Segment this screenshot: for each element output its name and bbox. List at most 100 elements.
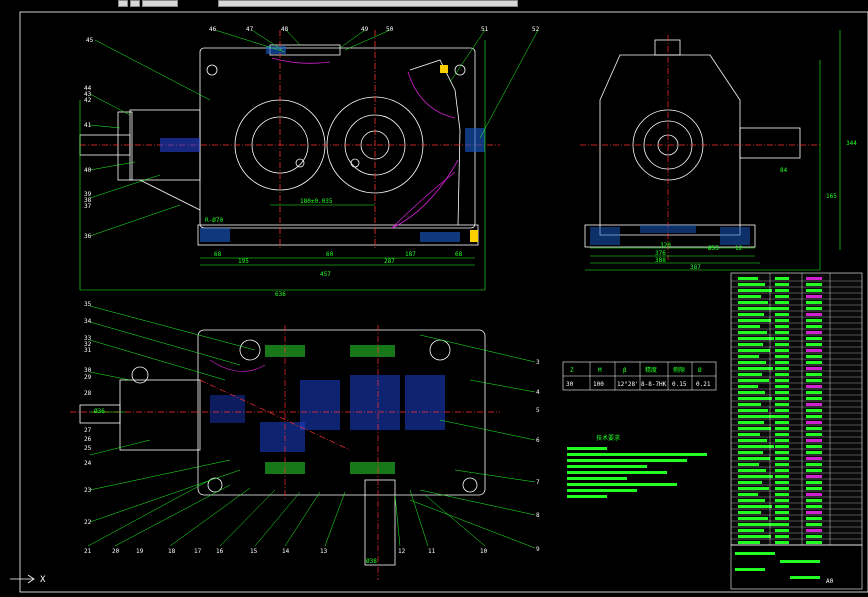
leader-label: 36 bbox=[84, 233, 92, 240]
bom-cell-code bbox=[738, 391, 765, 394]
toolbar-field[interactable] bbox=[218, 0, 518, 7]
bom-cell-code bbox=[738, 355, 759, 358]
bom-cell-code bbox=[738, 511, 761, 514]
bom-cell-material bbox=[806, 277, 822, 280]
leader-label: 21 bbox=[84, 548, 92, 555]
plan-view bbox=[79, 329, 486, 566]
toolbar-button-3[interactable] bbox=[142, 0, 178, 7]
leader-label: 40 bbox=[84, 167, 92, 174]
bom-cell-name bbox=[775, 301, 789, 304]
bom-cell-code bbox=[738, 451, 763, 454]
ucs-axis-icon: X bbox=[10, 574, 46, 585]
bom-cell-name bbox=[775, 379, 789, 382]
leader-label: 11 bbox=[428, 548, 436, 555]
bom-cell-material bbox=[806, 529, 822, 532]
bom-cell-material bbox=[806, 433, 822, 436]
bom-cell-name bbox=[775, 481, 789, 484]
bom-cell-code bbox=[738, 475, 773, 478]
bom-cell-name bbox=[775, 415, 789, 418]
leader-label: 43 bbox=[84, 91, 92, 98]
bom-cell-code bbox=[738, 295, 761, 298]
dim-376: 376 bbox=[655, 250, 666, 257]
dim-320: 320 bbox=[660, 242, 671, 249]
dim-60: 60 bbox=[326, 251, 334, 258]
bom-cell-name bbox=[775, 289, 789, 292]
bom-cell-name bbox=[775, 517, 789, 520]
plan-view-leaders bbox=[87, 305, 536, 549]
leader-label: 17 bbox=[194, 548, 202, 555]
parts-list: A0 bbox=[730, 272, 863, 590]
bom-cell-code bbox=[738, 517, 768, 520]
leader-label: 24 bbox=[84, 460, 92, 467]
leader-label: 20 bbox=[112, 548, 120, 555]
bom-cell-code bbox=[738, 499, 765, 502]
leader-label: 34 bbox=[84, 318, 92, 325]
bom-cell-material bbox=[806, 517, 822, 520]
bom-cell-code bbox=[738, 331, 767, 334]
bom-cell-name bbox=[775, 331, 789, 334]
bom-cell-code bbox=[738, 457, 770, 460]
bom-cell-code bbox=[738, 349, 770, 352]
spec-value: 0.15 bbox=[672, 381, 687, 388]
bom-cell-name bbox=[775, 325, 789, 328]
bom-cell-code bbox=[738, 301, 768, 304]
leader-label: 3 bbox=[536, 359, 540, 366]
bom-cell-material bbox=[806, 511, 822, 514]
plan-view-accents bbox=[70, 325, 500, 580]
drawing-canvas[interactable]: R-Ø70 180±0.035 195 60 287 187 68 68 457… bbox=[0, 8, 868, 597]
bom-cell-name bbox=[775, 367, 789, 370]
bom-cell-material bbox=[806, 523, 822, 526]
bom-cell-material bbox=[806, 397, 822, 400]
bom-cell-material bbox=[806, 385, 822, 388]
bom-cell-code bbox=[738, 283, 765, 286]
bom-cell-name bbox=[775, 277, 789, 280]
bom-cell-material bbox=[806, 331, 822, 334]
dim-187: 187 bbox=[405, 251, 416, 258]
bom-cell-code bbox=[738, 433, 760, 436]
dim-388: 388 bbox=[655, 257, 666, 264]
leader-label: 32 bbox=[84, 341, 92, 348]
bom-cell-code bbox=[738, 313, 764, 316]
title-block bbox=[730, 544, 863, 590]
bom-cell-code bbox=[738, 529, 764, 532]
bom-cell-material bbox=[806, 349, 822, 352]
bom-cell-material bbox=[806, 301, 822, 304]
bom-cell-code bbox=[738, 367, 773, 370]
leader-label: 28 bbox=[84, 390, 92, 397]
leader-label: 42 bbox=[84, 97, 92, 104]
bom-cell-material bbox=[806, 379, 822, 382]
spec-header: β bbox=[623, 367, 627, 374]
cad-toolbar-strip bbox=[0, 0, 868, 8]
bom-cell-code bbox=[738, 427, 771, 430]
spec-header: 侧隙 bbox=[673, 366, 685, 374]
dim-68-right: 68 bbox=[455, 251, 463, 258]
x-axis-label: X bbox=[40, 575, 46, 585]
technical-requirements: 技术要求 bbox=[567, 434, 707, 498]
leader-label: 14 bbox=[282, 548, 290, 555]
bom-cell-name bbox=[775, 349, 789, 352]
leader-label: 50 bbox=[386, 26, 394, 33]
leader-label: 37 bbox=[84, 203, 92, 210]
bom-cell-material bbox=[806, 391, 822, 394]
leader-label: 7 bbox=[536, 479, 540, 486]
bom-cell-code bbox=[738, 409, 768, 412]
bom-cell-code bbox=[738, 535, 771, 538]
spec-value: 12°28' bbox=[617, 381, 639, 388]
leader-label: 38 bbox=[84, 197, 92, 204]
bom-cell-material bbox=[806, 451, 822, 454]
bom-cell-code bbox=[738, 505, 772, 508]
leader-label: 26 bbox=[84, 436, 92, 443]
bom-cell-material bbox=[806, 415, 822, 418]
bom-cell-name bbox=[775, 463, 789, 466]
toolbar-button-2[interactable] bbox=[130, 0, 140, 7]
bom-cell-name bbox=[775, 475, 789, 478]
toolbar-button-1[interactable] bbox=[118, 0, 128, 7]
bom-cell-name bbox=[775, 397, 789, 400]
side-view-accents bbox=[580, 35, 820, 260]
bom-cell-code bbox=[738, 343, 763, 346]
leader-label: 22 bbox=[84, 519, 92, 526]
bom-cell-material bbox=[806, 541, 822, 544]
dim-r-ø70: R-Ø70 bbox=[205, 217, 223, 224]
bom-cell-code bbox=[738, 439, 767, 442]
bom-cell-name bbox=[775, 283, 789, 286]
